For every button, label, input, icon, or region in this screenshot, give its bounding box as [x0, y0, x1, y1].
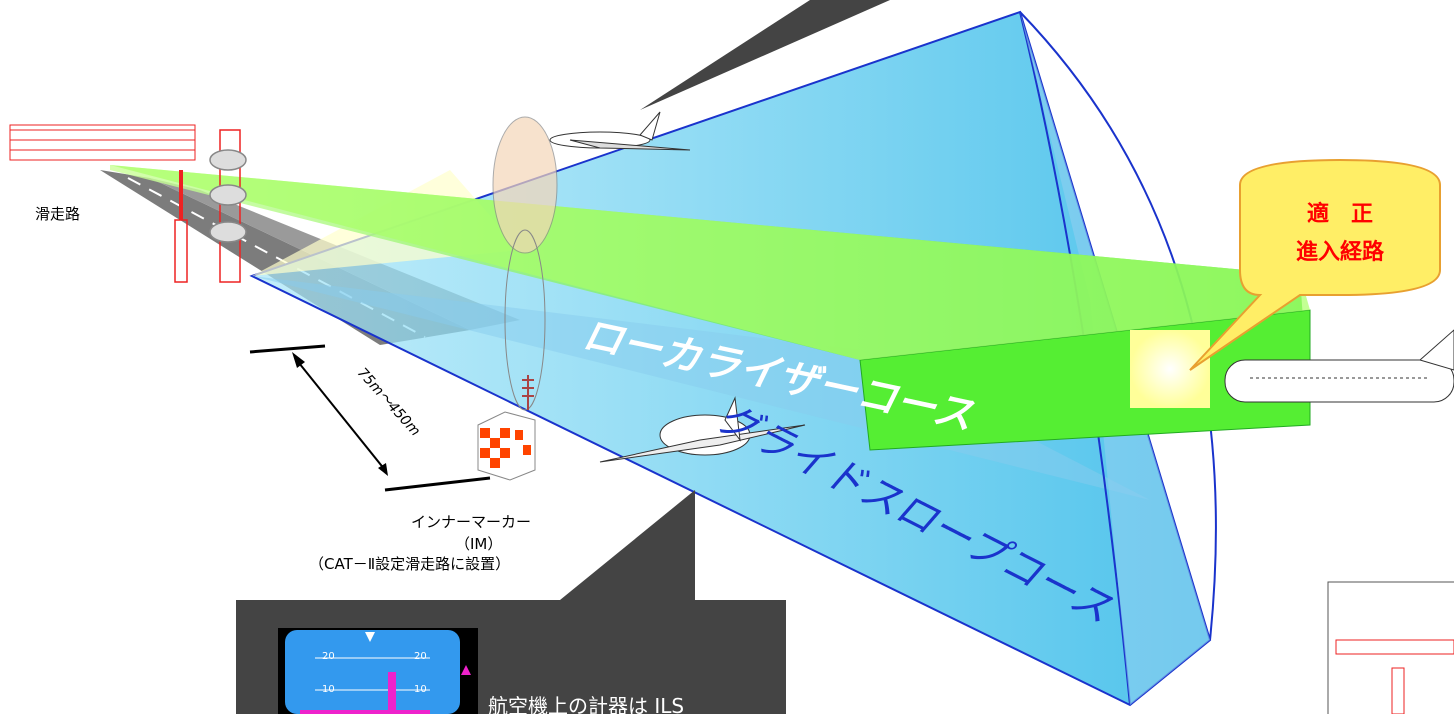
airplane-icon: [549, 111, 691, 151]
inner-marker-note: （CAT－Ⅱ設定滑走路に設置）: [309, 555, 511, 573]
localizer-antenna-icon: [9, 124, 196, 161]
inner-marker-icon: [477, 411, 536, 481]
pitch-mark: 20: [414, 651, 427, 662]
localizer-ring: [492, 116, 558, 254]
inset-panel: [1327, 581, 1454, 714]
approach-path-glow: [1130, 330, 1210, 408]
callout-line2: 進入経路: [1295, 240, 1384, 265]
instrument-caption: 航空機上の計器は ILS: [488, 694, 685, 718]
airplane-icon: [599, 396, 806, 463]
runway-label: 滑走路: [35, 205, 81, 223]
inner-marker-abbr: （IM）: [455, 535, 503, 553]
marker-ring: [504, 229, 546, 411]
pitch-mark: 20: [322, 651, 335, 662]
top-callout-pointer: [640, 0, 890, 110]
instrument-display-icon: [278, 628, 478, 714]
glideslope-antenna-icon: [174, 129, 247, 283]
pitch-mark: 10: [322, 684, 335, 695]
inner-marker-name: インナーマーカー: [411, 513, 532, 531]
approach-path-callout: [1189, 158, 1441, 371]
marker-antenna: [522, 375, 534, 410]
localizer-beam: [110, 165, 1311, 451]
airplane-icon: [1224, 329, 1454, 403]
distance-dimension: [249, 344, 491, 492]
callout-line1: 適 正: [1306, 202, 1373, 227]
pitch-mark: 10: [414, 684, 427, 695]
